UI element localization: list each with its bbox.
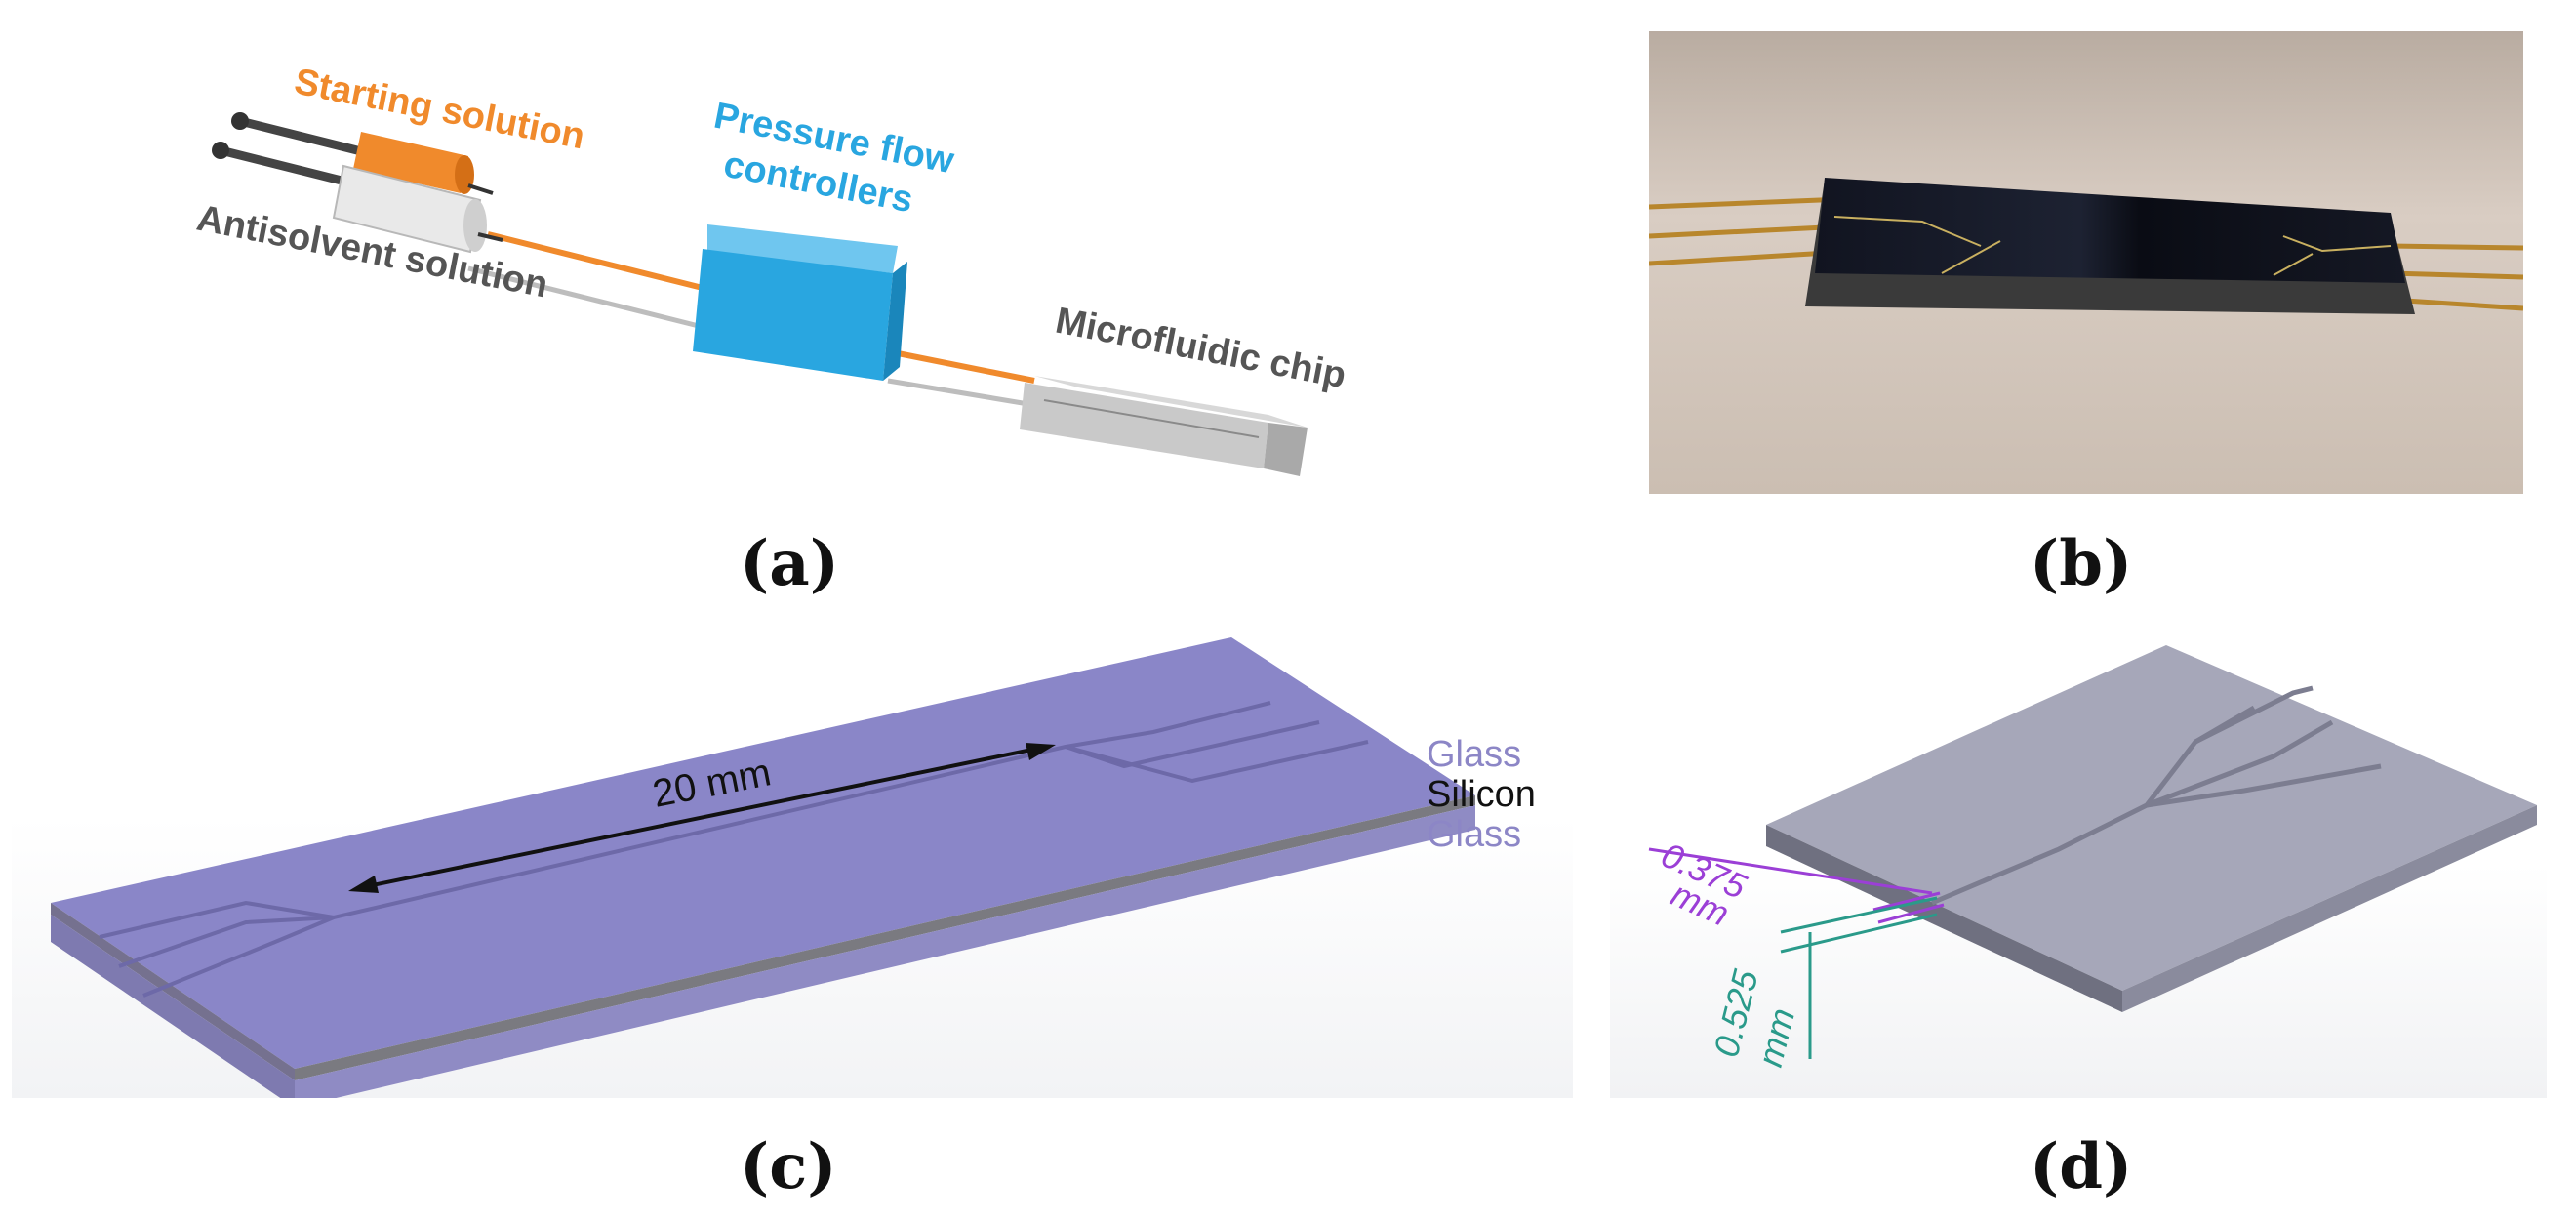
chip-body xyxy=(51,637,1475,1108)
label-microfluidic-chip: Microfluidic chip xyxy=(1052,301,1348,397)
chip-cross-section-3d: 0.375 mm 0.525 mm xyxy=(1610,630,2547,1098)
orange-tube-out xyxy=(887,348,1035,384)
dimension-arrow xyxy=(348,743,1056,893)
chip-photo xyxy=(1648,31,2524,494)
chip-channels xyxy=(1833,216,2392,276)
caption-a: (a) xyxy=(740,527,840,600)
gray-tube-in xyxy=(467,265,723,335)
dimension-0525 xyxy=(1780,896,1938,1059)
microfluidic-chip-3d xyxy=(1020,376,1308,476)
setup-schematic: Antisolvent solution Starting solution P… xyxy=(193,61,1349,476)
capillary-tubes xyxy=(1648,196,2524,311)
chip-channels-d xyxy=(1931,685,2382,906)
caption-b: (b) xyxy=(2030,527,2133,600)
gray-tube-out xyxy=(887,378,1035,408)
chip-slab xyxy=(1766,645,2537,1012)
orange-tube-in xyxy=(487,231,723,296)
panel-c: 20 mm xyxy=(12,630,1573,1108)
layer-label-glass-bottom: Glass xyxy=(1427,814,1522,855)
dimension-0375 xyxy=(1648,847,1945,924)
panel-a: Antisolvent solution Starting solution P… xyxy=(176,39,1405,498)
panel-b-photo xyxy=(1648,31,2524,494)
caption-d: (d) xyxy=(2030,1130,2133,1203)
caption-c: (c) xyxy=(740,1130,837,1203)
layer-label-glass-top: Glass xyxy=(1427,734,1522,775)
panel-d: 0.375 mm 0.525 mm xyxy=(1610,630,2547,1098)
syringes xyxy=(212,112,503,254)
chip-channels-c xyxy=(99,701,1369,998)
layer-label-silicon: Silicon xyxy=(1427,774,1536,815)
chip-layers-3d: 20 mm xyxy=(12,630,1573,1108)
pressure-controller-box xyxy=(693,224,907,381)
